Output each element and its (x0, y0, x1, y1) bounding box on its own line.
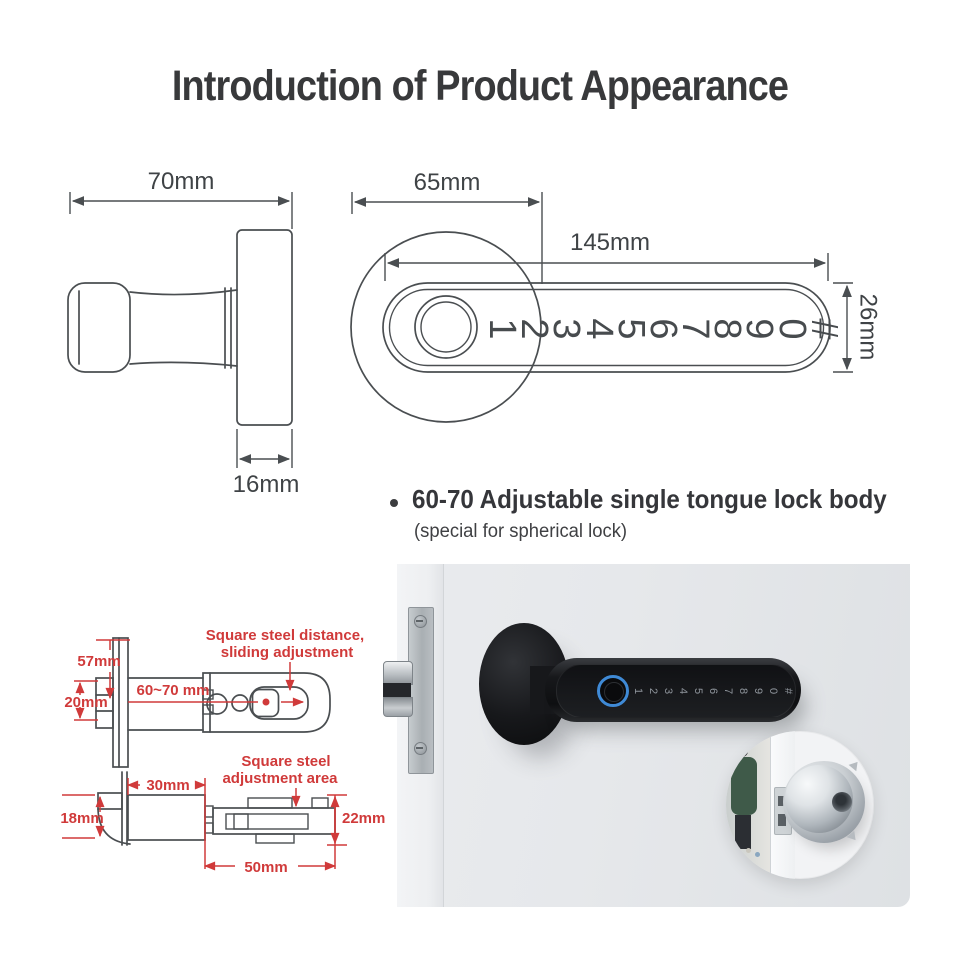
photo-key-2: 2 (647, 687, 660, 695)
key-4: 4 (578, 318, 620, 339)
dim-plate-thickness: 16mm (233, 471, 300, 498)
arrow-mark-top-icon (848, 758, 862, 772)
product-photo: 1 2 3 4 5 6 7 8 9 0 # (380, 558, 960, 960)
front-view-drawing: 65mm 145mm 26mm 1 2 3 4 5 6 7 8 9 0 (350, 169, 882, 423)
person-body (731, 757, 757, 815)
key-5: 5 (610, 318, 652, 339)
key-6: 6 (642, 318, 684, 339)
dim-rose-diameter: 65mm (414, 169, 481, 196)
note-area-line1: Square steel (241, 753, 330, 770)
dim-side-width: 70mm (148, 168, 215, 195)
dim-tail-height: 22mm (342, 810, 385, 827)
spherical-lock-inset (726, 731, 874, 879)
keypad-photo: 1 2 3 4 5 6 7 8 9 0 # (632, 682, 794, 700)
key-8: 8 (706, 318, 748, 339)
dim-latch-width: 18mm (60, 810, 103, 827)
photo-key-4: 4 (677, 687, 690, 695)
photo-key-8: 8 (736, 687, 749, 695)
latch-bolt-lower (383, 697, 413, 717)
photo-key-6: 6 (706, 687, 719, 695)
keyhole (832, 792, 852, 812)
key-7: 7 (674, 318, 716, 339)
side-view-drawing: 70mm 16mm (67, 168, 300, 498)
dim-backset: 60~70 mm (137, 682, 210, 699)
dim-tail-length: 50mm (244, 859, 287, 876)
square-steel-hole (251, 688, 280, 718)
fingerprint-sensor-drawing (414, 295, 478, 359)
key-3: 3 (545, 318, 587, 339)
latch-bolt (383, 661, 413, 685)
fingerprint-sensor (597, 675, 629, 707)
feature-heading: 60-70 Adjustable single tongue lock body (412, 484, 887, 514)
keypad-drawing: 1 2 3 4 5 6 7 8 9 0 # (481, 318, 845, 339)
screw-top (414, 615, 427, 628)
note-sliding-line2: sliding adjustment (221, 644, 354, 661)
inset-scene (726, 731, 771, 879)
latch-bolt-gap (383, 683, 411, 697)
photo-key-hash: # (781, 687, 794, 695)
shelf-items (728, 849, 733, 854)
key-2: 2 (513, 318, 555, 339)
photo-key-7: 7 (721, 687, 734, 695)
photo-key-5: 5 (692, 687, 704, 695)
person-head (736, 745, 748, 757)
photo-key-1: 1 (632, 687, 645, 695)
key-0: 0 (771, 318, 813, 339)
key-hash: # (803, 318, 845, 339)
bullet-dot-icon (390, 499, 398, 507)
lock-body-diagram: 57mm 20mm 60~70 mm Square steel distance… (60, 627, 385, 876)
dim-lever-width: 26mm (855, 294, 882, 361)
dim-latch-height: 20mm (64, 694, 107, 711)
person-legs (735, 815, 751, 849)
note-area-line2: adjustment area (222, 770, 338, 787)
key-9: 9 (738, 318, 780, 339)
note-sliding-line1: Square steel distance, (206, 627, 364, 644)
photo-key-0: 0 (766, 687, 779, 695)
lever-touch-panel (556, 664, 796, 718)
photo-key-9: 9 (751, 687, 764, 695)
dim-plate-height: 57mm (77, 653, 120, 670)
photo-key-3: 3 (662, 687, 675, 695)
dim-lever-length: 145mm (570, 229, 650, 256)
feature-subheading: (special for spherical lock) (414, 521, 628, 542)
page-title: Introduction of Product Appearance (171, 62, 789, 110)
screw-bottom (414, 742, 427, 755)
key-1: 1 (481, 318, 523, 339)
dim-case-depth: 30mm (146, 777, 189, 794)
